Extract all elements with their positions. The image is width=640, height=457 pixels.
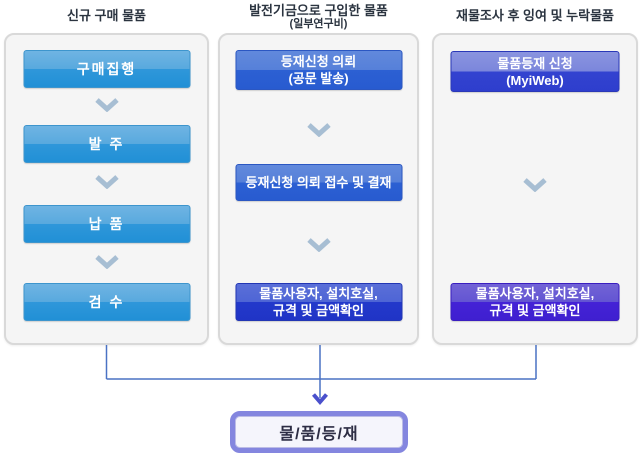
final-result-label: 물/품/등/재 (279, 426, 359, 443)
header-line: 재물조사 후 잉여 및 누락물품 (456, 8, 614, 23)
step-label: 납 품 (88, 215, 125, 232)
step-sublabel: 규격 및 금액확인 (273, 303, 364, 318)
flow-step-registration-request: 등재신청 의뢰 (공문 발송) (235, 50, 402, 90)
flow-step-order: 발 주 (23, 125, 190, 163)
step-label: 물품사용자, 설치호실, (259, 286, 378, 301)
chevron-down-icon (94, 255, 119, 269)
arrowhead-down-icon (311, 393, 329, 406)
flow-step-user-room-spec-check: 물품사용자, 설치호실, 규격 및 금액확인 (450, 283, 620, 321)
step-label: 등재신청 의뢰 접수 및 결재 (245, 175, 392, 190)
chevron-down-icon (306, 123, 331, 137)
flow-step-inspection: 검 수 (23, 283, 190, 321)
column-header-inventory-surplus: 재물조사 후 잉여 및 누락물품 (432, 8, 638, 23)
column-header-new-purchase: 신규 구매 물품 (4, 8, 209, 23)
step-label: 등재신청 의뢰 (280, 54, 357, 69)
chevron-down-icon (94, 98, 119, 112)
chevron-down-icon (306, 238, 331, 252)
step-label: 검 수 (88, 293, 125, 310)
step-sublabel: (MyiWeb) (506, 72, 564, 88)
header-line: 발전기금으로 구입한 물품 (249, 3, 388, 18)
flow-step-delivery: 납 품 (23, 205, 190, 243)
step-label: 물품사용자, 설치호실, (475, 286, 595, 301)
flow-step-request-receipt-approval: 등재신청 의뢰 접수 및 결재 (235, 164, 402, 201)
chevron-down-icon (94, 175, 119, 189)
step-label: 물품등재 신청 (497, 55, 573, 71)
chevron-down-icon (523, 178, 547, 192)
panel-development-fund: 등재신청 의뢰 (공문 발송) 등재신청 의뢰 접수 및 결재 물품사용자, 설… (218, 33, 419, 345)
header-line: 신규 구매 물품 (67, 8, 146, 23)
step-label: 구매집행 (76, 60, 137, 77)
step-sublabel: (공문 발송) (288, 71, 349, 86)
flow-step-purchase-execution: 구매집행 (23, 50, 190, 88)
panel-inventory-surplus: 물품등재 신청 (MyiWeb) 물품사용자, 설치호실, 규격 및 금액확인 (432, 33, 638, 345)
flow-step-goods-registration-application: 물품등재 신청 (MyiWeb) (450, 51, 620, 92)
header-subline: (일부연구비) (289, 18, 348, 30)
final-result-box: 물/품/등/재 (230, 411, 408, 453)
flow-step-user-room-spec-check: 물품사용자, 설치호실, 규격 및 금액확인 (235, 283, 402, 321)
step-label: 발 주 (88, 135, 125, 152)
column-header-development-fund: 발전기금으로 구입한 물품 (일부연구비) (218, 3, 419, 31)
step-sublabel: 규격 및 금액확인 (489, 303, 581, 318)
panel-new-purchase: 구매집행 발 주 납 품 검 수 (4, 33, 209, 345)
